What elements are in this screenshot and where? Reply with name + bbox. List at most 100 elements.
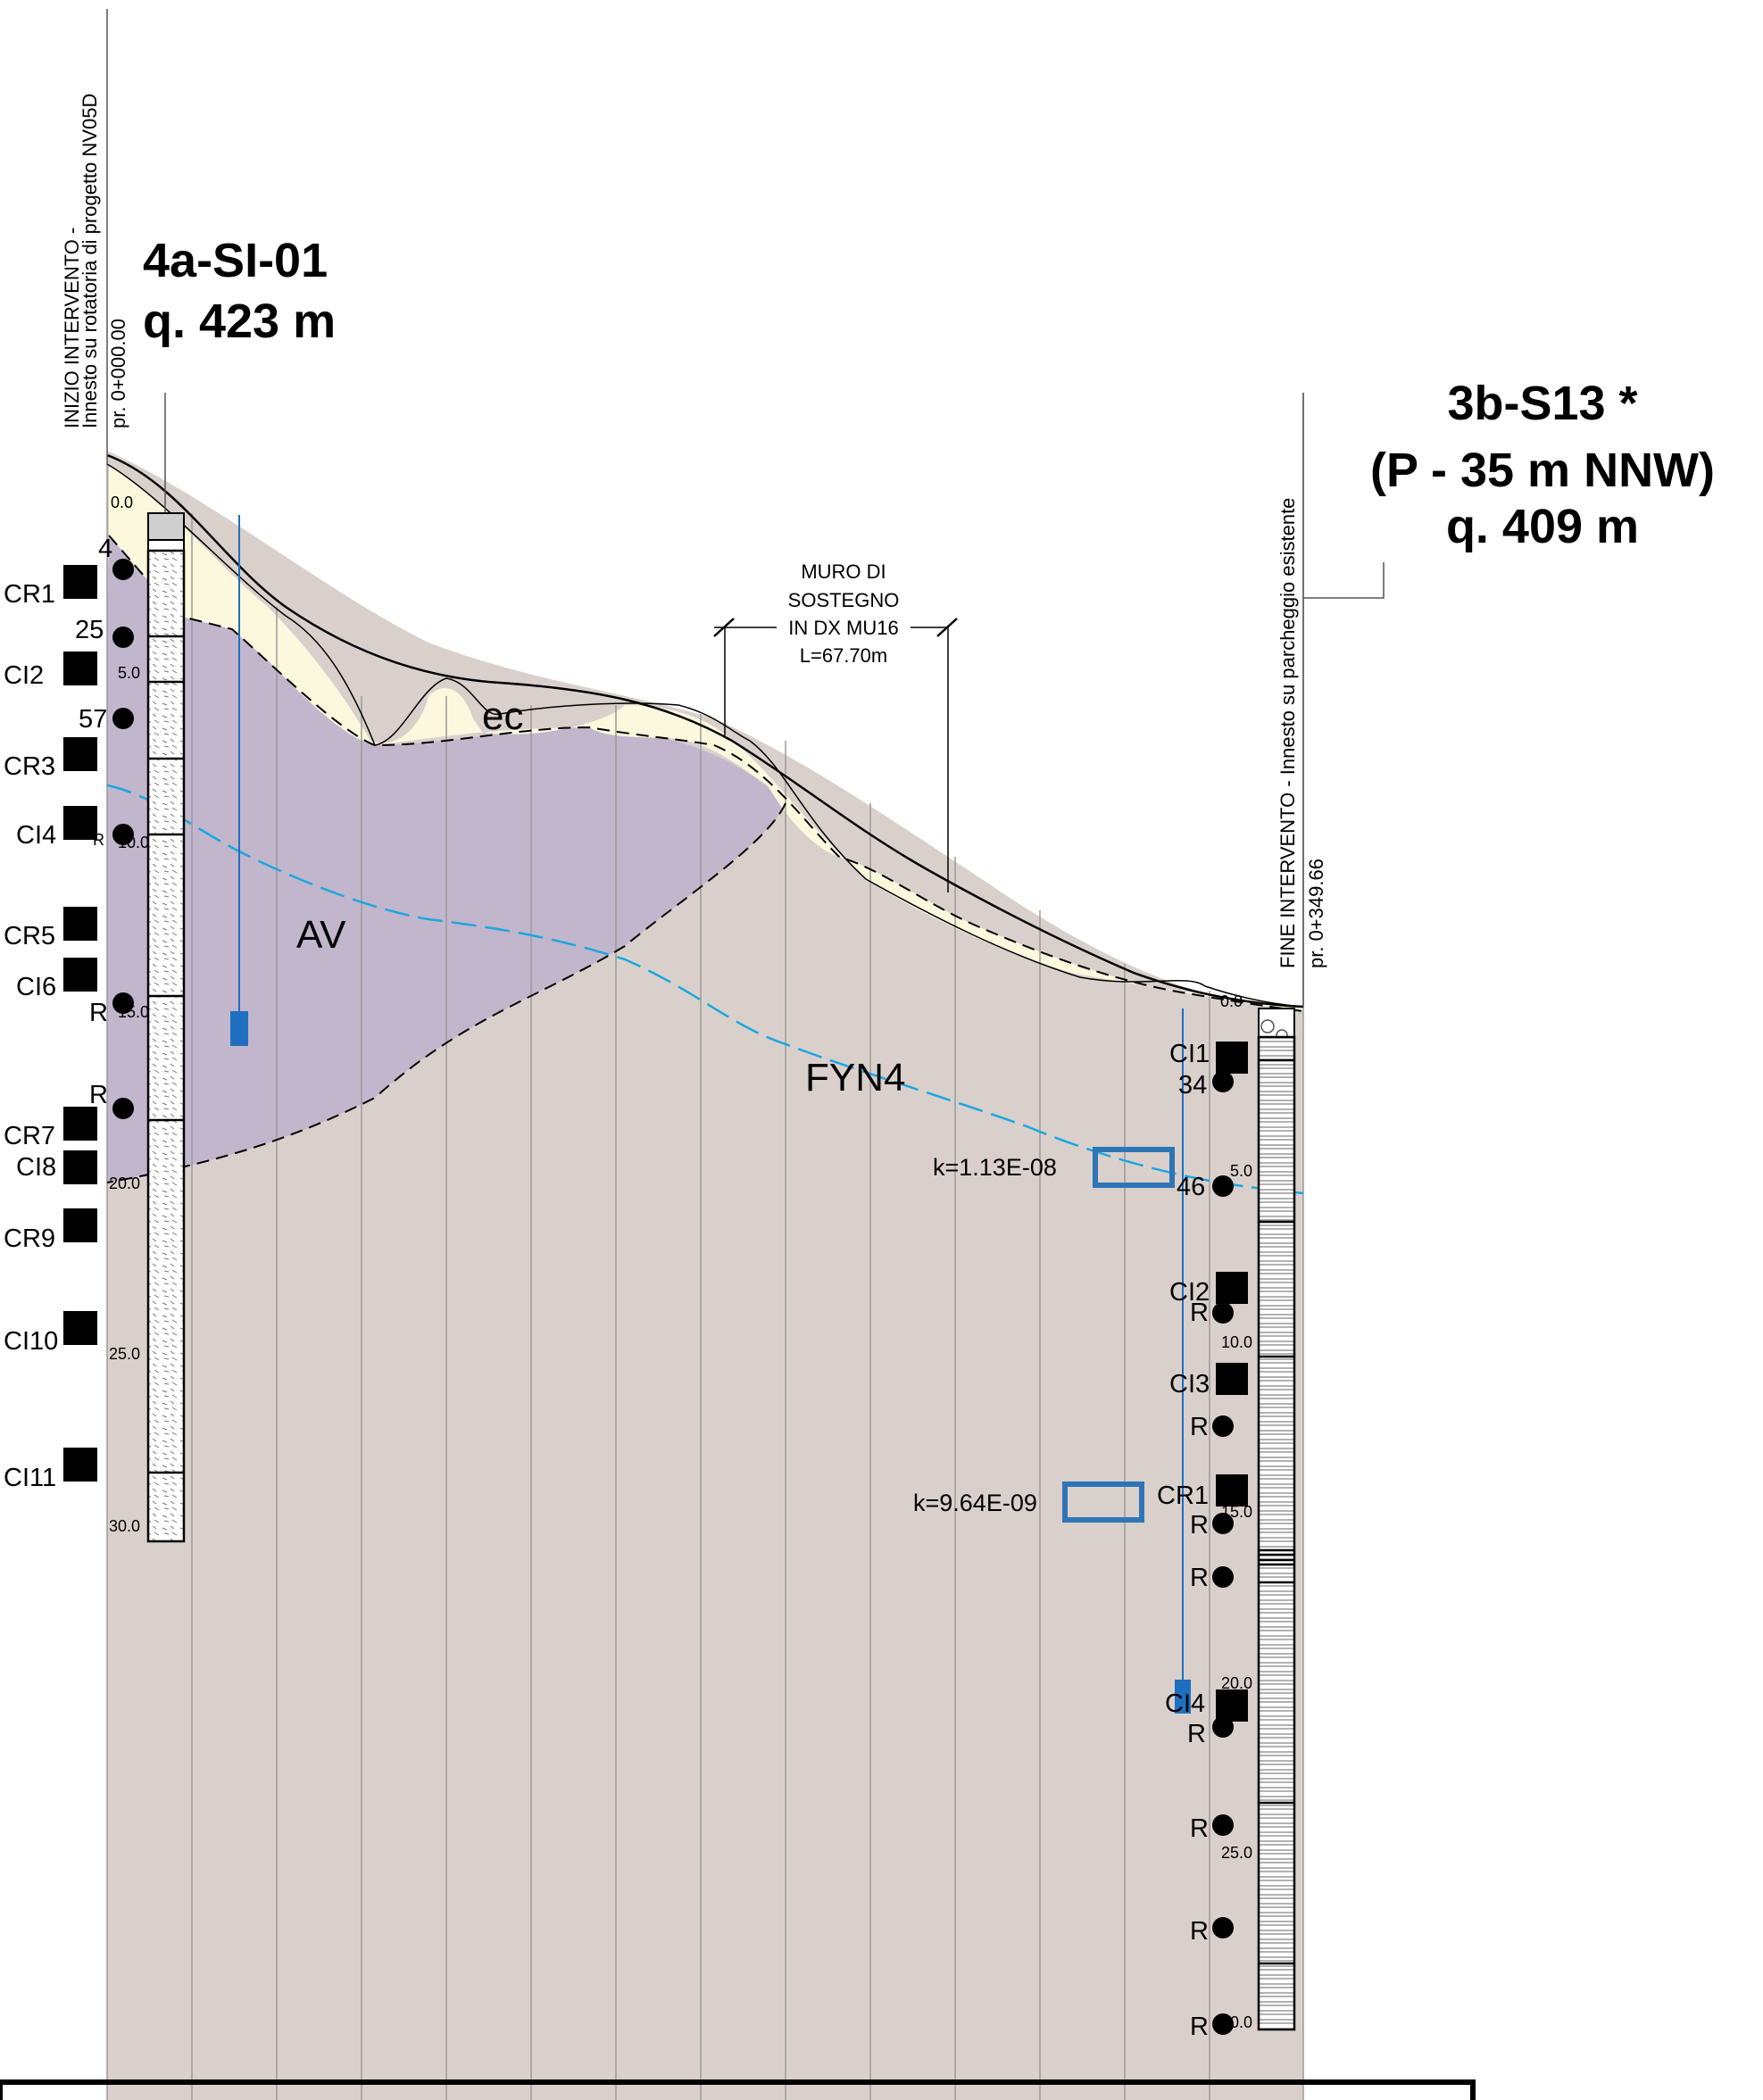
left-spt-dot — [112, 559, 134, 580]
left-spt-dot — [112, 1098, 134, 1119]
av-base-boundary — [106, 802, 786, 1183]
left-sample-8: CI8 — [16, 1153, 56, 1182]
water-table-line — [106, 784, 1304, 1195]
unit-av-label: AV — [296, 913, 346, 957]
permeability-label-1: k=1.13E-08 — [933, 1154, 1057, 1181]
permeability-box-1 — [1093, 1147, 1175, 1188]
left-sample-9: CR9 — [4, 1224, 55, 1253]
right-spt-dot — [1212, 1415, 1234, 1437]
right-depth-0: 0.0 — [1220, 992, 1243, 1010]
left-depth-0: 0.0 — [111, 494, 133, 511]
start-title: INIZIO INTERVENTO - — [61, 228, 83, 428]
ec-base-boundary — [108, 535, 1304, 1012]
right-sample-5: CI4 — [1165, 1689, 1205, 1718]
left-sample-10: CI10 — [4, 1327, 58, 1356]
wall-line3: IN DX MU16 — [788, 617, 898, 639]
left-borehole-column — [146, 512, 186, 1543]
left-sample-box — [63, 652, 97, 685]
end-title: FINE INTERVENTO - Innesto su parcheggio … — [1277, 498, 1299, 968]
right-borehole-name: 3b-S13 * — [1447, 377, 1637, 430]
right-spt-dot — [1212, 1814, 1234, 1836]
right-spt-dot — [1212, 1513, 1234, 1534]
left-sample-box — [63, 907, 97, 941]
right-refusal-3: R — [1190, 1511, 1209, 1540]
wall-line4: L=67.70m — [800, 644, 887, 667]
right-refusal-6: R — [1190, 1814, 1209, 1843]
right-sample-box — [1216, 1689, 1248, 1722]
right-depth-20: 20.0 — [1221, 1674, 1252, 1692]
right-refusal-7: R — [1190, 1917, 1209, 1946]
ground-profile-existing — [106, 463, 1304, 1008]
right-piezometer-filter — [1175, 1680, 1191, 1714]
left-sample-box — [63, 806, 97, 840]
right-sample-box — [1216, 1363, 1248, 1395]
left-sample-box — [63, 958, 97, 992]
end-borehole-leader — [1303, 562, 1385, 599]
wall-line1: MURO DI — [801, 560, 886, 583]
right-spt-2: 46 — [1177, 1173, 1205, 1201]
left-spt-dot — [112, 708, 134, 729]
bottom-frame — [0, 2079, 1476, 2100]
right-sample-box — [1216, 1272, 1248, 1304]
left-spt-2: 25 — [75, 616, 104, 644]
right-refusal-4: R — [1190, 1564, 1209, 1592]
left-sample-3: CR3 — [4, 752, 55, 781]
ground-profile-project — [106, 453, 1304, 1008]
left-spt-dot — [112, 627, 134, 648]
left-sample-box — [63, 1107, 97, 1141]
left-spt-3: 57 — [79, 705, 107, 734]
right-sample-1: CI1 — [1169, 1040, 1210, 1068]
start-subtitle: Innesto su rotatoria di progetto NV05D — [79, 94, 101, 428]
left-sample-box — [63, 1208, 97, 1242]
right-spt-dot — [1212, 1175, 1234, 1197]
right-refusal-2: R — [1190, 1413, 1209, 1441]
left-spt-dot — [112, 992, 134, 1014]
retaining-wall-annotation: MURO DI SOSTEGNO IN DX MU16 L=67.70m — [713, 560, 958, 892]
station-grid — [106, 393, 1304, 2100]
right-sample-4: CR1 — [1157, 1482, 1209, 1510]
right-spt-dot — [1212, 1071, 1234, 1092]
left-sample-box — [63, 737, 97, 771]
left-refusal-1: R — [89, 999, 108, 1027]
right-depth-5: 5.0 — [1230, 1162, 1252, 1180]
left-sample-4: CI4 — [16, 821, 56, 850]
ec-unit — [109, 464, 1303, 1011]
left-borehole-name: 4a-SI-01 — [143, 234, 328, 287]
right-sample-box — [1216, 1042, 1248, 1074]
unit-fyn4-label: FYN4 — [805, 1056, 905, 1100]
right-refusal-1: R — [1190, 1299, 1209, 1327]
permeability-box-2 — [1062, 1482, 1144, 1523]
left-sample-box — [63, 1448, 97, 1482]
left-depth-20: 20.0 — [109, 1175, 140, 1192]
left-sample-2: CI2 — [4, 661, 44, 690]
left-borehole-elevation: q. 423 m — [143, 295, 336, 348]
right-spt-dot — [1212, 2013, 1234, 2035]
right-sample-box — [1216, 1474, 1248, 1507]
right-spt-dot — [1212, 1566, 1234, 1588]
right-spt-dot — [1212, 1716, 1234, 1738]
unit-ec-label: ec — [482, 694, 523, 738]
left-sample-1: CR1 — [4, 580, 55, 609]
wall-line2: SOSTEGNO — [788, 589, 900, 611]
permeability-label-2: k=9.64E-09 — [913, 1490, 1037, 1516]
right-sample-3: CI3 — [1169, 1370, 1210, 1399]
right-sample-2: CI2 — [1169, 1278, 1210, 1307]
left-spt-1: 4 — [98, 535, 112, 563]
left-piezometer-filter — [230, 1011, 248, 1046]
left-sample-box — [63, 565, 97, 599]
right-borehole-elevation: q. 409 m — [1446, 500, 1639, 553]
right-borehole-note: (P - 35 m NNW) — [1370, 444, 1715, 497]
left-sample-6: CI6 — [16, 973, 56, 1001]
end-progressive: pr. 0+349.66 — [1305, 859, 1327, 968]
left-depth-25: 25.0 — [109, 1345, 140, 1363]
right-depth-25: 25.0 — [1221, 1844, 1252, 1862]
left-sample-5: CR5 — [4, 922, 55, 950]
left-refusal-2: R — [89, 1081, 108, 1109]
right-spt-dot — [1212, 1917, 1234, 1938]
left-sample-box — [63, 1150, 97, 1184]
left-spt-dot — [112, 824, 134, 845]
right-refusal-8: R — [1190, 2013, 1209, 2041]
right-borehole-column — [1257, 1008, 1296, 2031]
left-depth-5: 5.0 — [118, 664, 140, 682]
left-depth-30: 30.0 — [109, 1517, 140, 1535]
